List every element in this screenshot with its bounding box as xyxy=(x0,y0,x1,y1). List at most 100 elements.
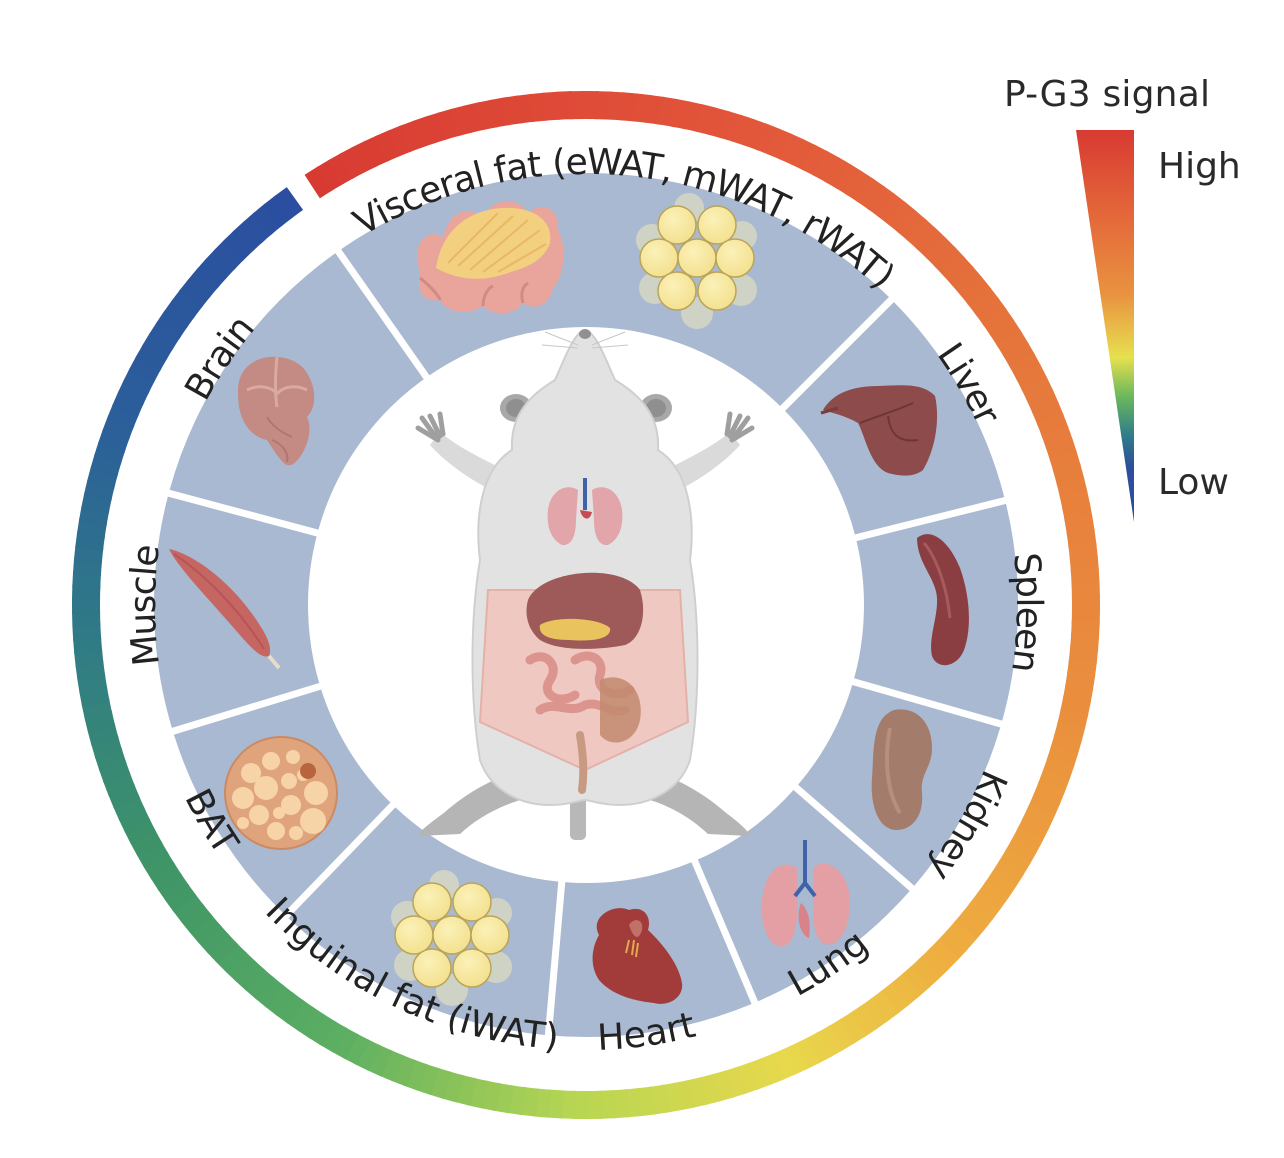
ring-gradient-slice xyxy=(1070,567,1100,586)
ring-gradient-slice xyxy=(72,623,102,642)
segment-divider xyxy=(850,677,1005,728)
ring-gradient-slice xyxy=(72,610,101,628)
ring-gradient-slice xyxy=(224,950,256,983)
ring-gradient-slice xyxy=(936,930,968,962)
dissected-mouse-illustration xyxy=(415,328,755,840)
ring-gradient-slice xyxy=(944,920,977,952)
ring-gradient-slice xyxy=(801,144,830,177)
ring-gradient-slice xyxy=(942,255,975,287)
segment-divider xyxy=(778,295,896,413)
adipocyte-cluster-icon xyxy=(636,193,757,329)
ring-gradient-slice xyxy=(924,236,957,268)
ring-gradient-slice xyxy=(204,248,237,280)
ring-gradient-slice xyxy=(366,1044,393,1077)
ring-gradient-slice xyxy=(128,355,162,383)
ring-gradient-slice xyxy=(149,861,183,892)
tissue-label-spleen: Spleen xyxy=(1004,551,1050,675)
ring-gradient-slice xyxy=(350,140,378,173)
ring-gradient-slice xyxy=(1041,424,1074,450)
ring-gradient-slice xyxy=(568,91,586,120)
ring-gradient-slice xyxy=(845,170,875,203)
kidney-icon xyxy=(871,709,932,830)
ring-gradient-slice xyxy=(1071,594,1100,612)
ring-gradient-slice xyxy=(342,1032,370,1066)
ring-gradient-slice xyxy=(1031,400,1064,427)
ring-gradient-slice xyxy=(172,893,205,924)
ring-gradient-slice xyxy=(103,771,136,797)
ring-gradient-slice xyxy=(834,163,864,196)
ring-gradient-slice xyxy=(837,1012,867,1045)
segment-divider xyxy=(690,857,759,1006)
ring-gradient-slice xyxy=(1002,340,1036,370)
ring-gradient-slice xyxy=(242,211,274,244)
ring-gradient-slice xyxy=(274,991,305,1025)
ring-gradient-slice xyxy=(908,957,941,990)
ring-gradient-slice xyxy=(1011,826,1044,855)
ring-gradient-slice xyxy=(163,298,196,329)
ring-gradient-slice xyxy=(982,307,1015,337)
ring-gradient-slice xyxy=(72,597,101,615)
ring-gradient-slice xyxy=(148,320,182,350)
ring-gradient-slice xyxy=(812,150,841,183)
ring-gradient-slice xyxy=(1021,375,1054,403)
ring-gradient-slice xyxy=(136,840,169,869)
ring-gradient-slice xyxy=(1028,792,1061,819)
ring-gradient-slice xyxy=(135,343,168,372)
segment-divider xyxy=(169,682,324,736)
ring-gradient-slice xyxy=(195,257,228,289)
ring-gradient-slice xyxy=(215,941,247,973)
ring-gradient-slice xyxy=(111,390,145,418)
segment-divider xyxy=(282,801,397,920)
muscle-icon xyxy=(169,549,281,670)
ring-gradient-slice xyxy=(390,1054,417,1087)
ring-gradient-slice xyxy=(996,329,1029,359)
segment-divider xyxy=(792,783,916,893)
ring-gradient-slice xyxy=(581,91,599,120)
ring-gradient-slice xyxy=(896,209,928,242)
ring-gradient-slice xyxy=(869,990,900,1023)
ring-gradient-slice xyxy=(307,1013,337,1047)
ring-gradient-slice xyxy=(129,829,163,857)
ring-gradient-slice xyxy=(93,440,126,465)
ring-gradient-slice xyxy=(848,1005,878,1038)
ring-gradient-slice xyxy=(927,939,959,971)
ring-gradient-slice xyxy=(906,218,938,251)
ring-gradient-slice xyxy=(967,285,1000,317)
ring-gradient-slice xyxy=(273,187,304,220)
ring-gradient-slice xyxy=(1042,756,1075,782)
ring-gradient-slice xyxy=(731,114,756,147)
ring-gradient-slice xyxy=(984,870,1017,900)
ring-gradient-slice xyxy=(123,817,157,846)
ring-gradient-slice xyxy=(156,872,190,903)
ring-gradient-slice xyxy=(1017,815,1050,843)
ring-gradient-slice xyxy=(98,759,131,785)
ring-gradient-slice xyxy=(117,378,150,406)
ring-gradient-slice xyxy=(362,134,390,168)
ring-gradient-slice xyxy=(315,159,345,192)
ring-gradient-slice xyxy=(1004,837,1038,866)
ring-gradient-slice xyxy=(746,1058,772,1091)
ring-gradient-slice xyxy=(1009,352,1042,381)
ring-gradient-slice xyxy=(1071,607,1100,625)
ring-gradient-slice xyxy=(998,848,1031,878)
ring-gradient-slice xyxy=(585,1090,603,1119)
segment-divider xyxy=(334,247,431,381)
ring-gradient-slice xyxy=(758,1053,785,1086)
ring-gradient-slice xyxy=(254,976,285,1009)
ring-gradient-slice xyxy=(915,227,947,259)
ring-gradient-slice xyxy=(386,124,413,157)
ring-gradient-slice xyxy=(719,110,744,143)
signal-gradient-ring xyxy=(72,91,1100,1119)
ring-gradient-slice xyxy=(969,891,1002,922)
ring-gradient-slice xyxy=(262,194,293,228)
segment-divider xyxy=(852,496,1008,542)
ring-gradient-slice xyxy=(155,309,189,340)
ring-gradient-slice xyxy=(781,1043,809,1076)
ring-gradient-slice xyxy=(899,965,931,998)
ring-gradient-slice xyxy=(743,118,769,151)
ring-gradient-slice xyxy=(399,120,425,153)
ring-gradient-slice xyxy=(989,318,1022,348)
ring-gradient-slice xyxy=(252,203,283,236)
ring-gradient-slice xyxy=(755,123,781,156)
ring-gradient-slice xyxy=(1046,744,1079,769)
